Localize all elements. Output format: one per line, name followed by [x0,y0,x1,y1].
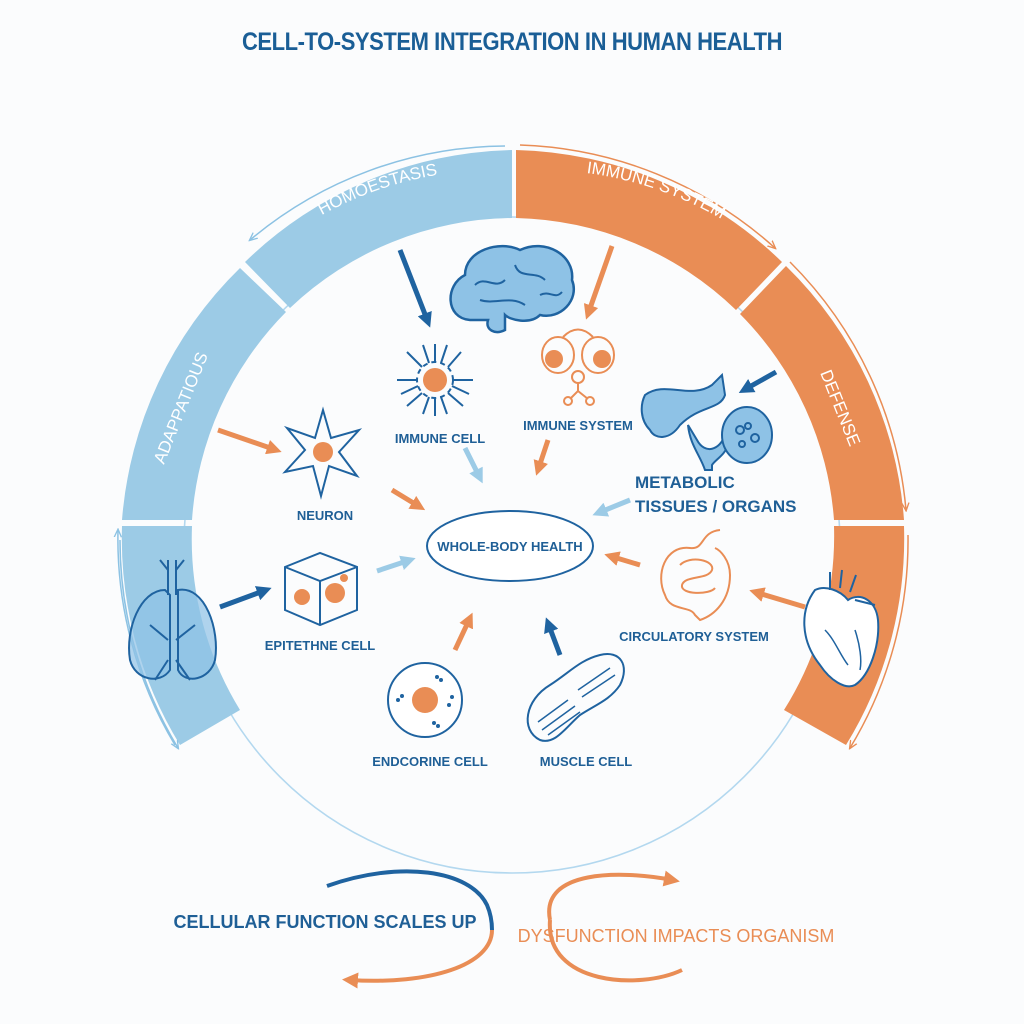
connector-arrows [217,245,806,656]
brain-icon [449,244,575,334]
neuron-icon [282,406,363,500]
cube-cell-icon [284,551,358,627]
arrow-homeostasis-to-immune-cell [397,249,432,328]
label-circulatory: CIRCULATORY SYSTEM [619,629,769,644]
lungs-icon [128,559,217,681]
arrow-defense-to-organs [738,369,778,393]
arrow-immune-cell-to-center [462,446,483,484]
lymph-node-icon [541,328,615,406]
arrow-endocrine-to-center [452,612,473,652]
endocrine-cell-icon [387,662,463,738]
footer-left-label: CELLULAR FUNCTION SCALES UP [174,912,477,932]
label-epithelial: EPITETHNE CELL [265,638,376,653]
immune-cell-icon [397,344,473,416]
organs-icon [640,372,773,471]
intestine-icon [660,529,732,622]
page-title: CELL-TO-SYSTEM INTEGRATION IN HUMAN HEAL… [241,28,783,56]
heart-icon [803,569,880,688]
ring-segment-defense [740,266,904,520]
label-muscle: MUSCLE CELL [540,754,633,769]
label-immune-system: IMMUNE SYSTEM [523,418,633,433]
ring-segment-immune-system [516,150,782,310]
arrow-lungs-to-epithelial [219,586,272,610]
label-endocrine: ENDCORINE CELL [372,754,488,769]
arrow-muscle-to-center [544,617,563,656]
arrow-immune-band-to-immune-system [583,245,615,320]
ring-segment-adaptations [122,268,286,520]
label-metabolic-line2: TISSUES / ORGANS [635,497,797,516]
footer-right-label: DYSFUNCTION IMPACTS ORGANISM [518,926,835,946]
loop-left [326,869,494,989]
loop-right [547,870,683,983]
arrow-epithelial-to-center [376,555,416,574]
label-neuron: NEURON [297,508,353,523]
center-label: WHOLE-BODY HEALTH [437,539,582,554]
arrow-adaptations-to-neuron [217,427,282,455]
arrow-organs-to-center [592,497,631,517]
center-ellipse [426,510,594,582]
label-immune-cell: IMMUNE CELL [395,431,485,446]
arrow-circulatory-to-center [604,551,641,568]
ring-segment-homeostasis [245,150,512,308]
muscle-cell-icon [526,653,625,742]
arrow-heart-to-circulatory [749,587,806,610]
label-metabolic-line1: METABOLIC [635,473,735,492]
arrow-neuron-to-center [390,487,426,511]
arrow-immune-system-to-center [533,439,551,476]
